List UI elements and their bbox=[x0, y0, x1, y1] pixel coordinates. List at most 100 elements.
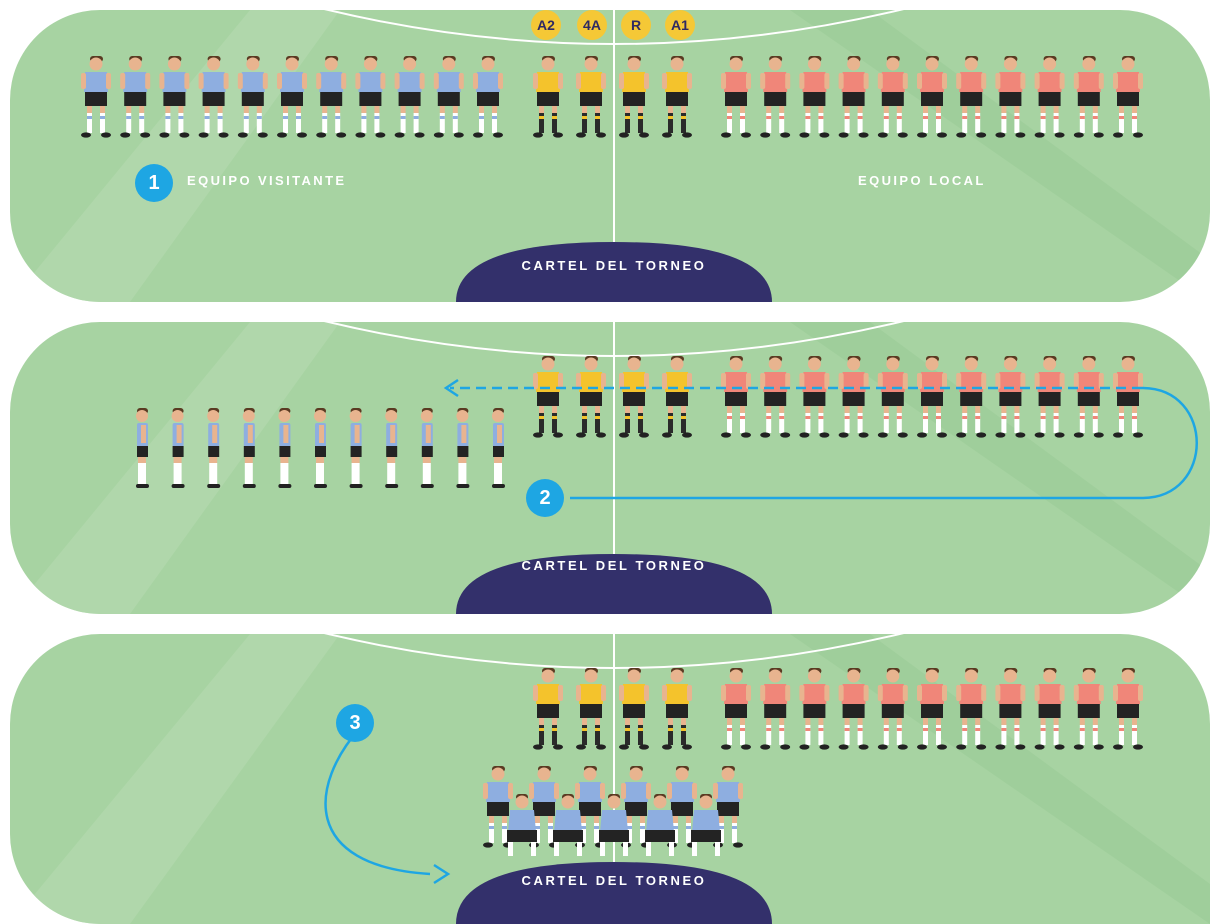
player-figure bbox=[877, 668, 908, 750]
route-arrow-path bbox=[324, 727, 431, 876]
player-figure bbox=[533, 356, 563, 438]
local-team-label: EQUIPO LOCAL bbox=[858, 173, 986, 188]
player-figure bbox=[159, 56, 190, 138]
player-figure bbox=[394, 56, 425, 138]
visiting-team-photo-front-row bbox=[507, 794, 721, 856]
player-figure bbox=[956, 56, 987, 138]
player-figure bbox=[995, 56, 1026, 138]
player-figure bbox=[838, 56, 869, 138]
crouching-player bbox=[599, 794, 629, 856]
referee-team-lineup bbox=[533, 668, 692, 750]
player-figure bbox=[529, 766, 559, 848]
player-figure bbox=[799, 668, 830, 750]
step-2-panel: 2 CARTEL DEL TORNEO bbox=[10, 322, 1210, 614]
player-figure bbox=[355, 56, 386, 138]
player-figure bbox=[314, 408, 327, 488]
player-figure bbox=[621, 766, 651, 848]
player-figure bbox=[237, 56, 268, 138]
local-team-lineup bbox=[721, 56, 1143, 138]
player-figure bbox=[420, 408, 434, 488]
player-figure bbox=[619, 668, 649, 750]
tournament-banner bbox=[456, 554, 772, 614]
player-figure bbox=[1034, 668, 1065, 750]
player-figure bbox=[349, 408, 363, 488]
player-figure bbox=[136, 408, 149, 488]
visiting-team-walking-lineup bbox=[136, 408, 505, 488]
player-figure bbox=[198, 56, 229, 138]
player-figure bbox=[533, 668, 563, 750]
player-figure bbox=[576, 356, 606, 438]
arrow-head-icon bbox=[443, 378, 459, 398]
player-figure bbox=[242, 408, 256, 488]
field-background bbox=[10, 322, 1210, 614]
crouching-player bbox=[691, 794, 721, 856]
player-figure bbox=[316, 56, 347, 138]
referee-team-lineup bbox=[533, 56, 692, 138]
player-figure bbox=[171, 408, 185, 488]
player-figure bbox=[995, 668, 1026, 750]
arrow-head-icon bbox=[433, 863, 451, 885]
player-figure bbox=[721, 668, 751, 750]
tournament-banner bbox=[456, 242, 772, 302]
player-figure bbox=[721, 56, 751, 138]
player-figure bbox=[278, 408, 292, 488]
player-figure bbox=[619, 56, 649, 138]
player-figure bbox=[721, 356, 751, 438]
player-figure bbox=[1073, 356, 1104, 438]
player-figure bbox=[662, 668, 692, 750]
player-figure bbox=[760, 668, 791, 750]
badge-4a: 4A bbox=[577, 10, 607, 40]
route-arrow-path bbox=[570, 386, 1198, 500]
player-figure bbox=[1034, 56, 1065, 138]
player-figure bbox=[838, 356, 869, 438]
visiting-team-lineup bbox=[81, 56, 503, 138]
player-figure bbox=[207, 408, 221, 488]
badge-a2: A2 bbox=[531, 10, 561, 40]
banner-label: CARTEL DEL TORNEO bbox=[521, 258, 707, 273]
step-3-panel: 3 CARTEL DEL TORNEO bbox=[10, 634, 1210, 924]
banner-label: CARTEL DEL TORNEO bbox=[521, 873, 707, 888]
step-2-badge: 2 bbox=[526, 479, 564, 517]
player-figure bbox=[456, 408, 470, 488]
player-figure bbox=[956, 668, 987, 750]
player-figure bbox=[277, 56, 307, 138]
player-figure bbox=[760, 56, 791, 138]
field-background bbox=[10, 10, 1210, 302]
player-figure bbox=[533, 56, 563, 138]
player-figure bbox=[917, 668, 947, 750]
step-3-badge: 3 bbox=[336, 704, 374, 742]
player-figure bbox=[838, 668, 869, 750]
badge-a1: A1 bbox=[665, 10, 695, 40]
player-figure bbox=[576, 56, 606, 138]
player-figure bbox=[877, 356, 908, 438]
player-figure bbox=[760, 356, 791, 438]
visiting-team-label: EQUIPO VISITANTE bbox=[187, 173, 347, 188]
banner-label: CARTEL DEL TORNEO bbox=[521, 558, 707, 573]
player-figure bbox=[917, 56, 947, 138]
player-figure bbox=[667, 766, 697, 848]
player-figure bbox=[662, 56, 692, 138]
badge-r: R bbox=[621, 10, 651, 40]
player-figure bbox=[799, 56, 830, 138]
field-background bbox=[10, 634, 1210, 924]
center-circle-arc bbox=[324, 322, 904, 357]
player-figure bbox=[1113, 668, 1143, 750]
player-figure bbox=[576, 668, 606, 750]
crouching-player bbox=[553, 794, 583, 856]
player-figure bbox=[433, 56, 464, 138]
player-figure bbox=[1073, 668, 1104, 750]
light-stripe bbox=[10, 634, 340, 924]
player-figure bbox=[877, 56, 908, 138]
crouching-player bbox=[645, 794, 675, 856]
player-figure bbox=[492, 408, 505, 488]
tournament-banner bbox=[456, 862, 772, 924]
step-1-panel: A2 4A R A1 1 EQUIPO VISITANTE EQUIPO LOC… bbox=[10, 10, 1210, 302]
center-circle-arc bbox=[324, 10, 904, 45]
player-figure bbox=[1113, 56, 1143, 138]
player-figure bbox=[473, 56, 503, 138]
player-figure bbox=[483, 766, 513, 848]
player-figure bbox=[81, 56, 111, 138]
step-1-badge: 1 bbox=[135, 164, 173, 202]
player-figure bbox=[385, 408, 399, 488]
crouching-player bbox=[507, 794, 537, 856]
